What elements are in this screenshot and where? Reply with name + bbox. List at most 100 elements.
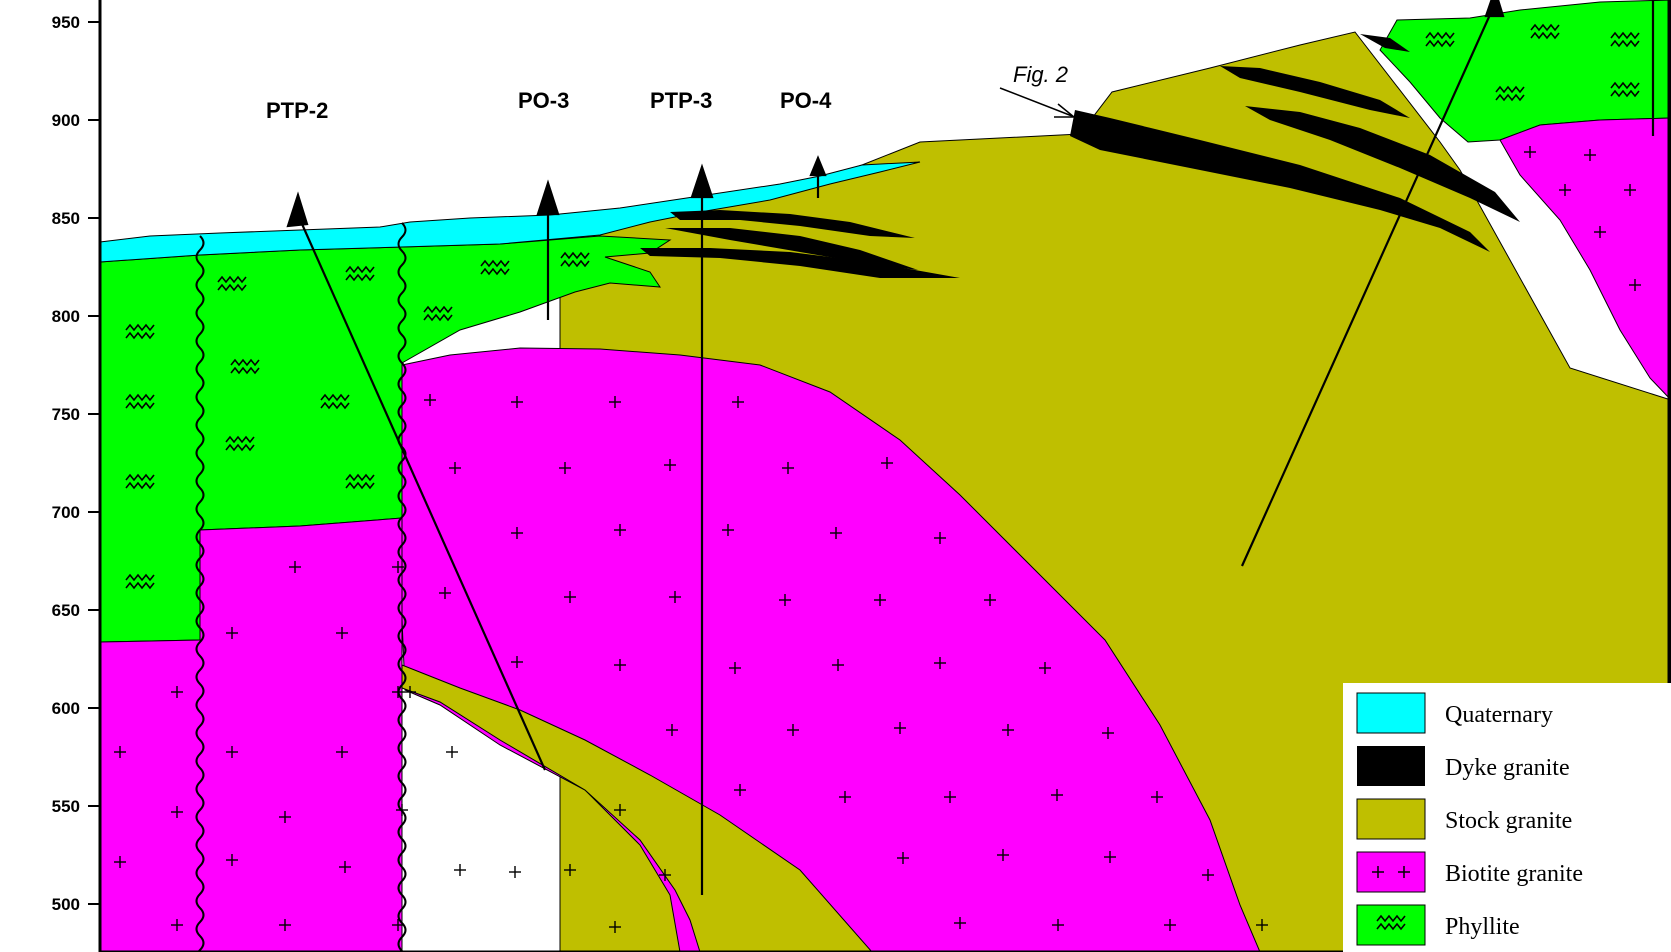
cross-symbol — [894, 722, 906, 734]
cross-symbol — [1202, 869, 1214, 881]
zigzag-symbol — [320, 393, 350, 410]
cross-symbol — [839, 791, 851, 803]
cross-symbol — [424, 394, 436, 406]
zigzag-symbol — [345, 473, 375, 490]
legend-swatch-stock — [1356, 798, 1426, 840]
cross-symbol — [396, 804, 408, 816]
cross-symbol — [511, 527, 523, 539]
zigzag-symbol — [1530, 23, 1560, 40]
geology-units — [99, 0, 1671, 952]
borehole-label-po4: PO-4 — [780, 88, 832, 113]
axis-tick: 500 — [52, 895, 100, 914]
zigzag-symbol — [1610, 31, 1640, 48]
cross-symbol — [1584, 149, 1596, 161]
cross-symbol — [729, 662, 741, 674]
cross-symbol — [511, 396, 523, 408]
cross-symbol — [614, 524, 626, 536]
cross-symbol — [226, 854, 238, 866]
cross-symbol — [392, 919, 404, 931]
cross-symbol — [934, 657, 946, 669]
cross-symbol — [336, 746, 348, 758]
cross-symbol — [449, 462, 461, 474]
cross-symbol — [114, 746, 126, 758]
cross-symbol — [609, 396, 621, 408]
axis-tick: 850 — [52, 209, 100, 228]
cross-symbol — [734, 784, 746, 796]
zigzag-symbol — [480, 259, 510, 276]
cross-symbol — [874, 594, 886, 606]
cross-symbol — [1051, 789, 1063, 801]
axis-tick: 800 — [52, 307, 100, 326]
borehole-label-ptp2: PTP-2 — [266, 98, 328, 123]
zigzag-symbol — [230, 358, 260, 375]
legend-swatch-phyllite — [1356, 904, 1426, 946]
axis-tick-label: 800 — [52, 307, 80, 326]
legend-item-quaternary: Quaternary — [1356, 692, 1553, 734]
cross-symbol — [787, 724, 799, 736]
axis-tick: 950 — [52, 13, 100, 32]
cross-symbol — [609, 921, 621, 933]
legend-swatch-biotite — [1356, 851, 1426, 893]
axis-tick-label: 550 — [52, 797, 80, 816]
cross-symbol — [659, 869, 671, 881]
cross-symbol — [732, 396, 744, 408]
cross-symbol — [1002, 724, 1014, 736]
boreholes — [286, 0, 1655, 895]
faults — [195, 222, 407, 952]
legend-label: Biotite granite — [1445, 861, 1583, 887]
cross-symbol — [1039, 662, 1051, 674]
zigzag-symbol — [345, 265, 375, 282]
cross-symbol — [614, 804, 626, 816]
axis-tick-label: 650 — [52, 601, 80, 620]
legend-label: Stock granite — [1445, 808, 1572, 834]
axis-tick: 750 — [52, 405, 100, 424]
cross-symbol — [779, 594, 791, 606]
borehole-right-trace — [1240, 7, 1495, 567]
zigzag-symbol — [1610, 81, 1640, 98]
fault-line — [397, 222, 407, 952]
cross-symbol — [666, 724, 678, 736]
axis-tick-label: 700 — [52, 503, 80, 522]
zigzag-symbol — [125, 323, 155, 340]
axis-tick-label: 600 — [52, 699, 80, 718]
figure-reference-label: Fig. 2 — [1013, 62, 1068, 87]
zigzag-symbol — [1495, 85, 1525, 102]
cross-symbol — [669, 591, 681, 603]
borehole-ptp2-arrow — [286, 191, 309, 228]
cross-symbol — [1052, 919, 1064, 931]
cross-symbol — [997, 849, 1009, 861]
quaternary-unit — [99, 161, 921, 263]
cross-symbol — [226, 746, 238, 758]
axis-tick-label: 900 — [52, 111, 80, 130]
zigzag-symbol — [125, 573, 155, 590]
borehole-po4-arrow — [809, 155, 827, 177]
zigzag-symbol — [1425, 31, 1455, 48]
borehole-po3-arrow — [536, 179, 560, 216]
cross-symbol — [1524, 146, 1536, 158]
cross-symbol — [404, 686, 416, 698]
cross-symbol — [722, 524, 734, 536]
legend-item-stock: Stock granite — [1356, 798, 1572, 840]
cross-symbol — [509, 866, 521, 878]
biotite-cross-symbols — [114, 146, 1641, 933]
cross-symbol — [881, 457, 893, 469]
cross-symbol — [564, 591, 576, 603]
zigzag-symbol — [560, 251, 590, 268]
cross-symbol — [392, 561, 404, 573]
biotite-granite-unit-left — [99, 517, 403, 952]
figure-reference-arrow — [999, 87, 1077, 118]
cross-symbol — [439, 587, 451, 599]
cross-symbol — [1559, 184, 1571, 196]
cross-symbol — [559, 462, 571, 474]
dyke-lens — [665, 228, 918, 270]
legend-item-phyllite: Phyllite — [1356, 904, 1520, 946]
cross-symbol — [897, 852, 909, 864]
legend-swatch-quaternary — [1356, 692, 1426, 734]
zigzag-symbol — [423, 305, 453, 322]
dyke-lens — [670, 210, 915, 238]
axis-tick-label: 850 — [52, 209, 80, 228]
borehole-label-po3: PO-3 — [518, 88, 569, 113]
cross-symbol — [1104, 851, 1116, 863]
cross-symbol — [1102, 727, 1114, 739]
dyke-lens — [640, 248, 960, 278]
